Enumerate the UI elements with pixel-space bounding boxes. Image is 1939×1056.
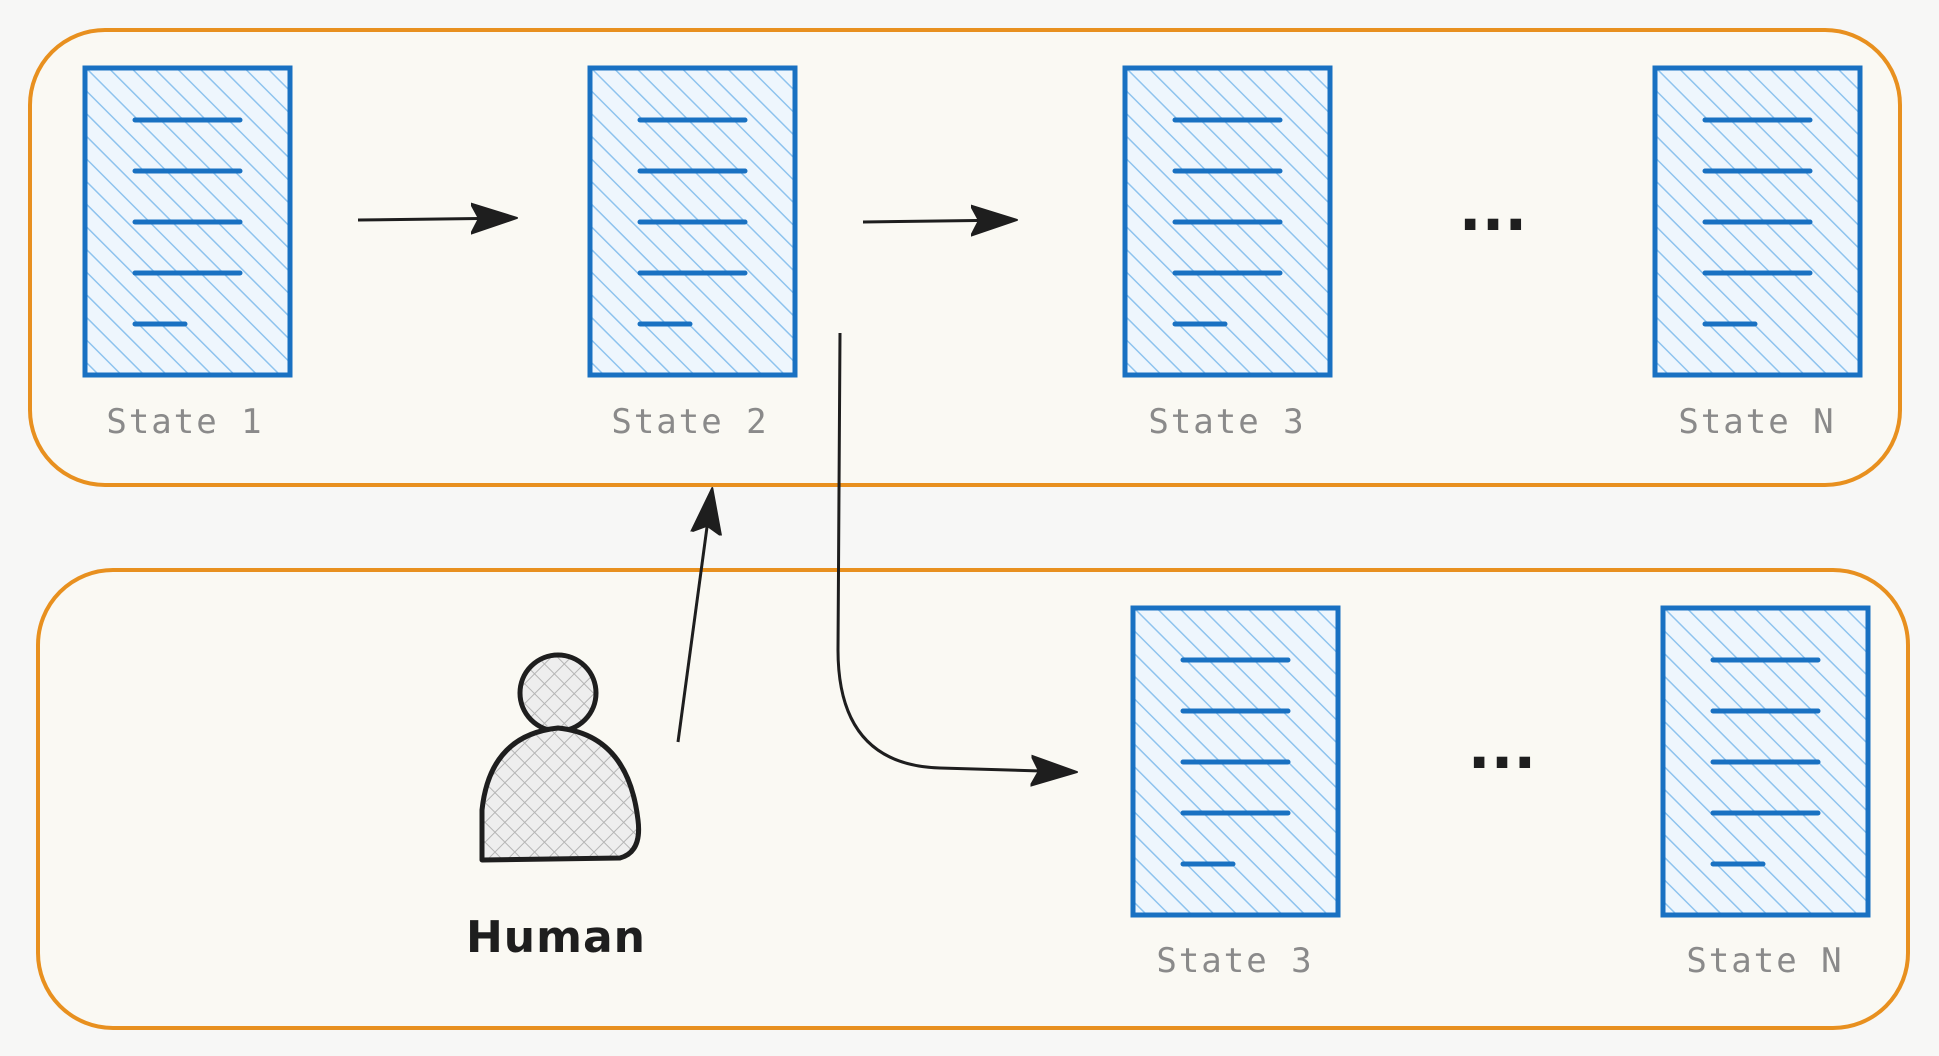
human-to-state-2-arrow <box>676 490 712 743</box>
document-icon-state-2 <box>587 65 798 378</box>
document-icon-state-3 <box>1122 65 1333 378</box>
person-icon <box>479 652 642 863</box>
top-state-1-label: State 1 <box>106 402 263 442</box>
bottom-state-3-label: State 3 <box>1156 941 1313 981</box>
document-icon-bottom-state-n <box>1660 605 1871 918</box>
bottom-ellipsis: ... <box>1468 713 1536 783</box>
document-icon-state-n <box>1652 65 1863 378</box>
top-group-container <box>28 28 1902 487</box>
top-state-2-label: State 2 <box>611 402 768 442</box>
human-label: Human <box>466 912 646 963</box>
arrow-state-1-to-2 <box>357 218 515 220</box>
top-ellipsis: ... <box>1459 175 1527 245</box>
bottom-group-container <box>36 568 1910 1030</box>
top-state-3-label: State 3 <box>1148 402 1305 442</box>
document-icon-state-1 <box>82 65 293 378</box>
top-state-n-label: State N <box>1678 402 1835 442</box>
branch-arrow <box>836 332 1075 772</box>
bottom-state-n-label: State N <box>1686 941 1843 981</box>
arrow-state-2-to-3 <box>862 220 1015 222</box>
document-icon-bottom-state-3 <box>1130 605 1341 918</box>
